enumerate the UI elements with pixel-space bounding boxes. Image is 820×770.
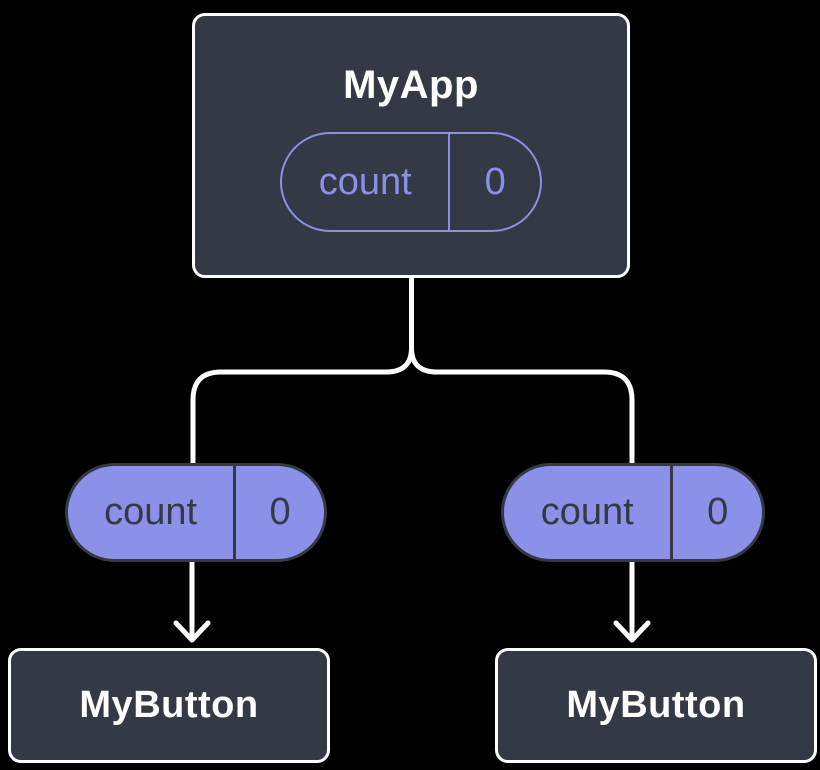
left-prop-pill: count 0	[65, 463, 327, 562]
root-component-node: MyApp count 0	[192, 13, 630, 278]
fork-left-connector	[190, 345, 414, 468]
right-child-component-label: MyButton	[566, 684, 746, 726]
right-child-component-node: MyButton	[495, 648, 817, 763]
left-child-component-label: MyButton	[79, 684, 259, 726]
left-child-component-node: MyButton	[8, 648, 330, 763]
right-prop-pill: count 0	[501, 463, 765, 562]
right-prop-value: 0	[707, 491, 729, 533]
left-arrow-head-icon	[173, 620, 211, 643]
root-state-pill: count 0	[280, 132, 542, 232]
root-component-label: MyApp	[343, 63, 479, 107]
fork-right-connector	[409, 345, 635, 468]
right-arrow-head-icon	[613, 620, 651, 643]
right-prop-name: count	[504, 466, 674, 559]
left-prop-name: count	[68, 466, 237, 559]
left-prop-value: 0	[269, 491, 291, 533]
root-state-value: 0	[484, 160, 506, 203]
root-state-name: count	[282, 134, 451, 230]
